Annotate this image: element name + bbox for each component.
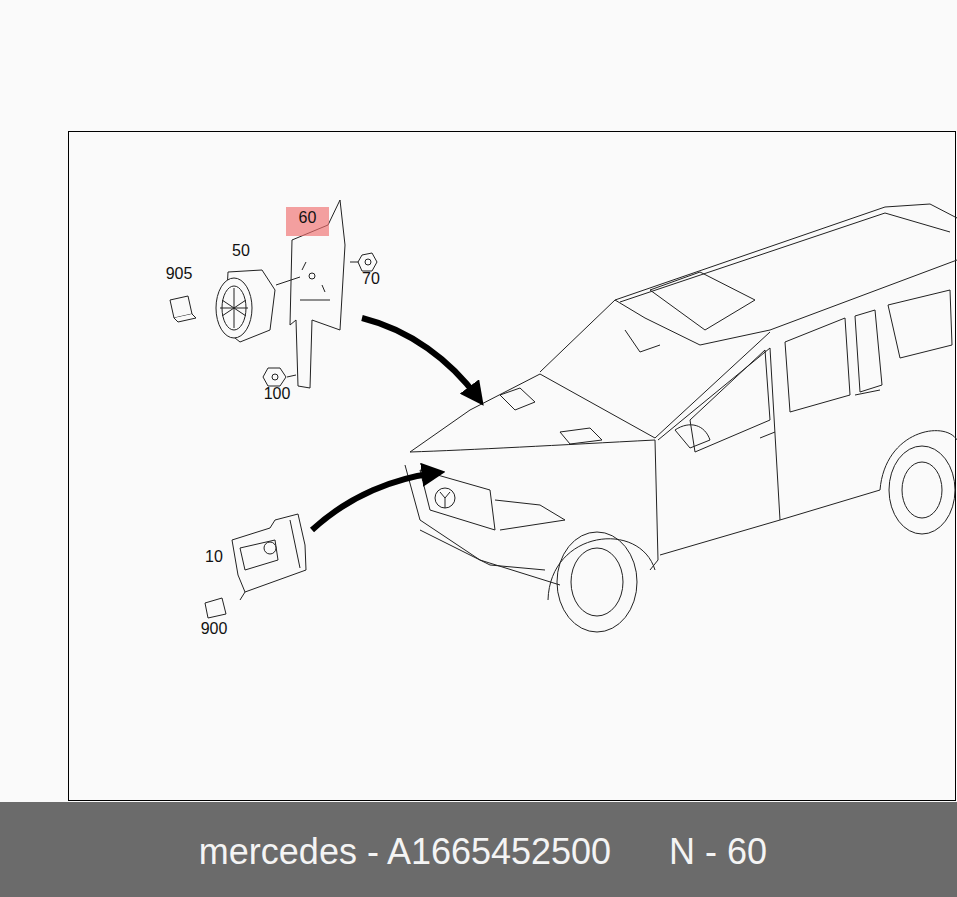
location-arrows <box>312 318 478 530</box>
horn-part <box>216 270 275 342</box>
part-caption: mercedes - A1665452500 <box>199 834 611 870</box>
connector-parts <box>170 296 226 618</box>
callout-number: 70 <box>362 271 380 287</box>
caption-band: mercedes - A1665452500 N - 60 <box>0 802 957 897</box>
callout-number: 10 <box>205 549 223 565</box>
part-caption: N - 60 <box>669 834 767 870</box>
vehicle-drawing <box>405 204 957 632</box>
frame <box>69 132 956 801</box>
callout-number: 60 <box>299 210 317 226</box>
callout-number: 50 <box>232 243 250 259</box>
callout-number: 905 <box>166 266 193 282</box>
lock-part <box>232 514 306 600</box>
nut-parts <box>263 253 377 386</box>
callout-number: 100 <box>264 386 291 402</box>
leader-lines <box>276 277 300 285</box>
callout-number: 900 <box>201 621 228 637</box>
callout-highlight: 60 <box>286 207 329 236</box>
